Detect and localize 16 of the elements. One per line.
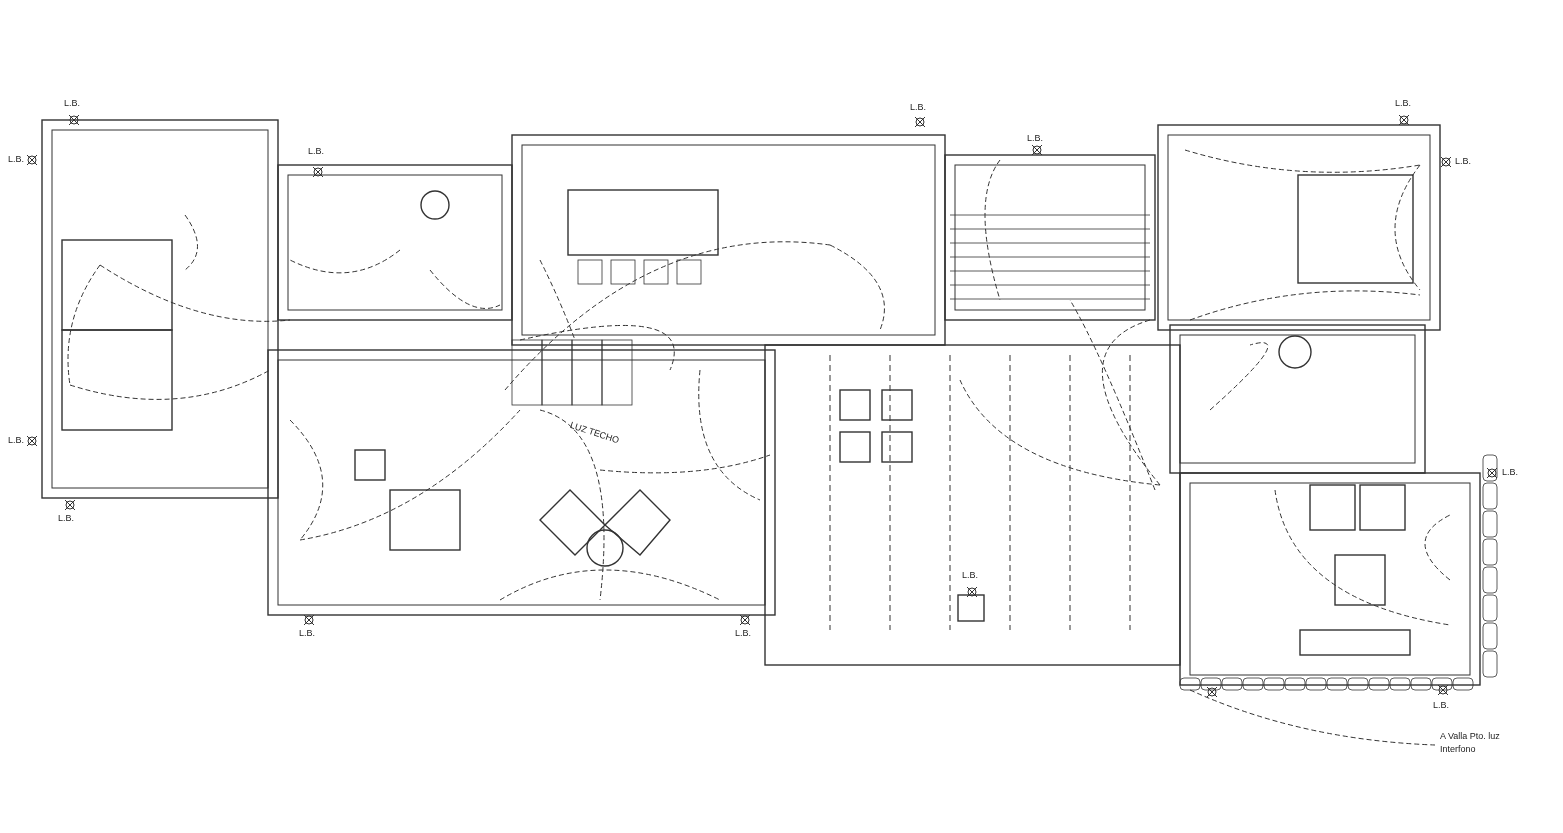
lamp-label: L.B. bbox=[308, 146, 324, 157]
lamp-label: L.B. bbox=[962, 570, 978, 581]
wiring-note: A Valla Pto. luz Interfono bbox=[1440, 730, 1500, 756]
lamp-label: L.B. bbox=[64, 98, 80, 109]
lamp-label: L.B. bbox=[1502, 467, 1518, 478]
lamp-label: L.B. bbox=[1027, 133, 1043, 144]
lamp-label: L.B. bbox=[1395, 98, 1411, 109]
lamp-label: L.B. bbox=[58, 513, 74, 524]
lamp-label: L.B. bbox=[910, 102, 926, 113]
lamp-label: L.B. bbox=[8, 435, 24, 446]
lamp-label: L.B. bbox=[735, 628, 751, 639]
lamp-label: L.B. bbox=[299, 628, 315, 639]
lamp-label: L.B. bbox=[1433, 700, 1449, 711]
lamp-label: L.B. bbox=[1455, 156, 1471, 167]
wiring-note: LUZ TECHO bbox=[568, 420, 621, 447]
lamp-label: L.B. bbox=[8, 154, 24, 165]
